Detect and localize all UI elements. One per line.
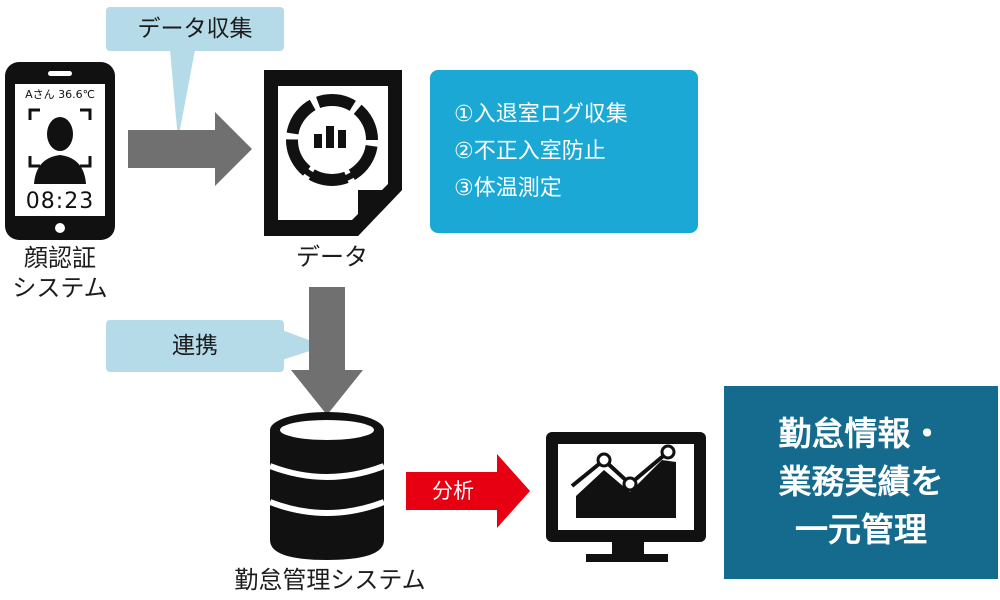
link-callout-shape [106,320,325,372]
face-auth-device-icon [5,62,115,240]
face-auth-label-line1: 顔認証 [24,244,96,272]
monitor-chart-icon [546,432,706,562]
device-time: 08:23 [25,189,95,214]
device-screen-text: Aさん 36.6℃ [25,88,95,101]
link-callout-label: 連携 [172,333,218,359]
collect-callout-label: データ収集 [137,16,253,42]
data-label: データ [296,243,368,271]
summary-line: 業務実績を [778,462,944,501]
feature-item: ③体温測定 [454,176,562,201]
data-document-icon [264,70,402,236]
feature-list: ①入退室ログ収集 ②不正入室防止 ③体温測定 [454,96,694,207]
feature-item: ①入退室ログ収集 [454,102,628,127]
database-label: 勤怠管理システム [234,566,426,594]
analyze-arrow [406,454,530,528]
summary-text: 勤怠情報・ 業務実績を 一元管理 [724,410,998,554]
analyze-label: 分析 [432,479,474,503]
arrow-to-data [128,112,252,186]
feature-item: ②不正入室防止 [454,139,606,164]
arrow-to-database [291,287,363,415]
summary-line: 一元管理 [795,510,927,549]
summary-line: 勤怠情報・ [778,414,944,453]
summary-box [724,386,998,579]
feature-box [430,70,698,233]
database-icon [268,412,386,560]
collect-callout-shape [106,7,284,140]
face-auth-label-line2: システム [12,274,108,302]
